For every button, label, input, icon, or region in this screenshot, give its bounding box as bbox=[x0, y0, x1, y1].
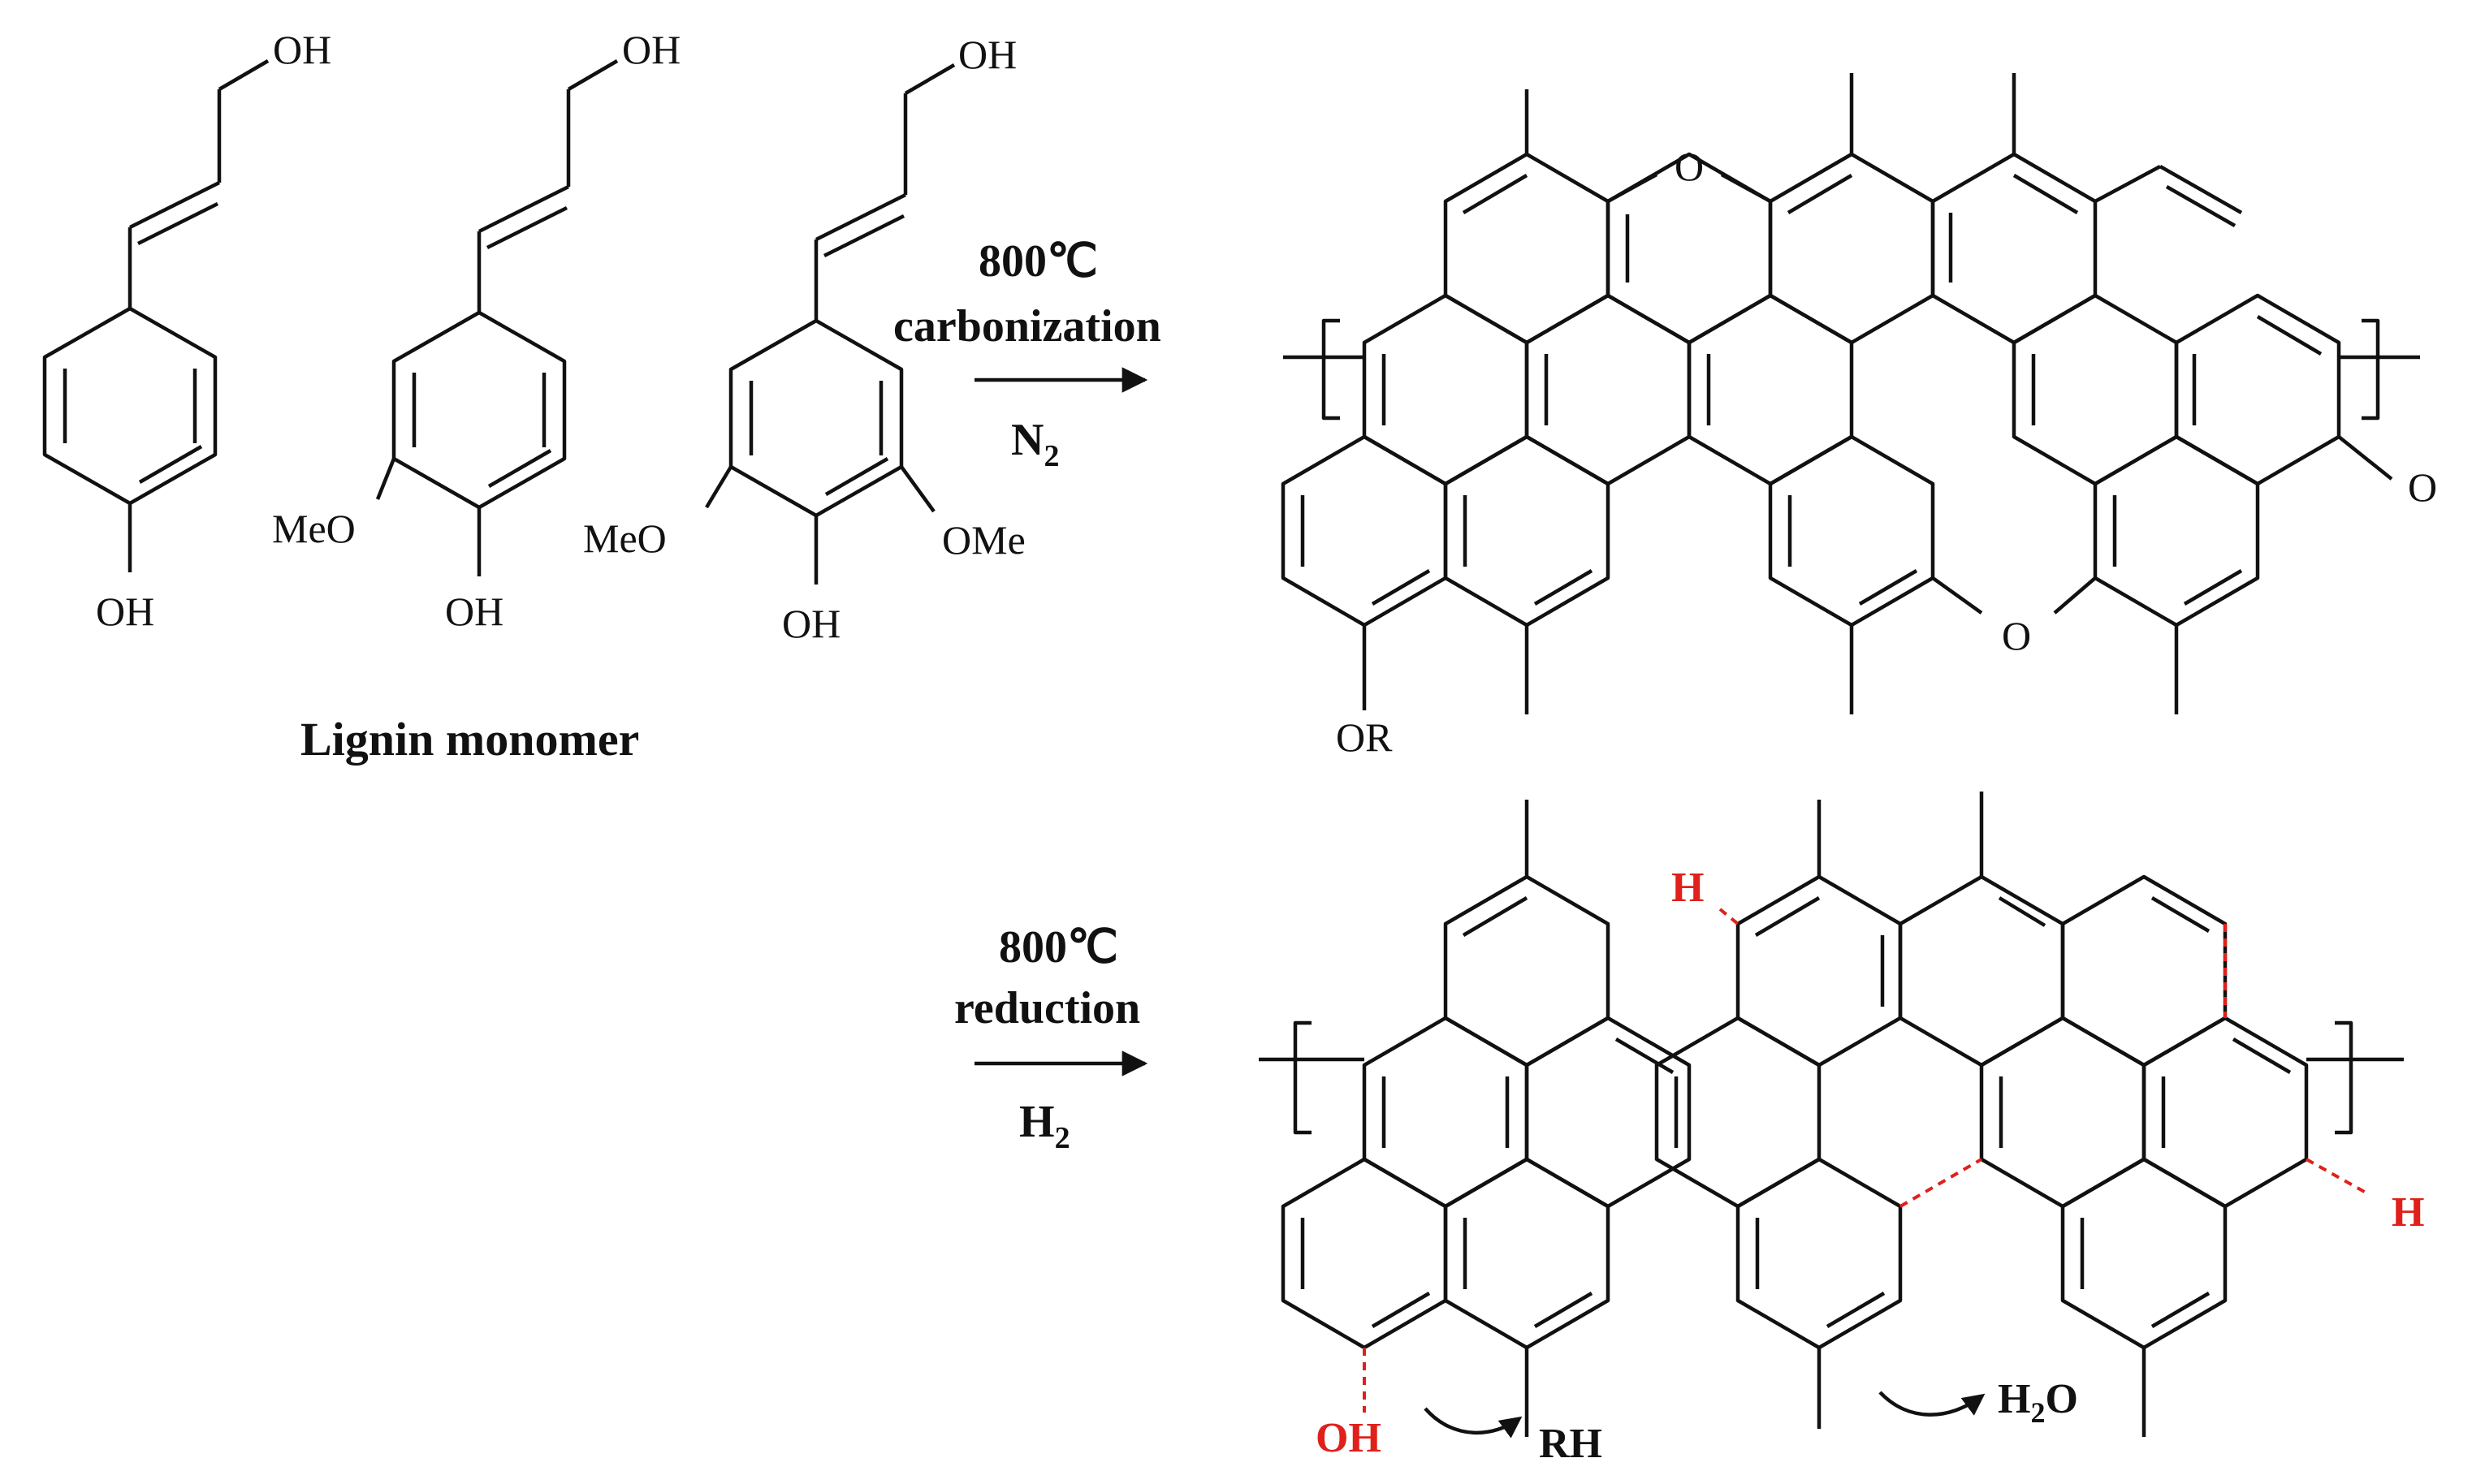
monomer-1-bonds bbox=[42, 59, 270, 572]
carbon-oxygen-bottom: O bbox=[2002, 613, 2031, 658]
monomer-2-top-oh: OH bbox=[622, 27, 681, 72]
reduced-hydroxyl: OH bbox=[1316, 1415, 1381, 1461]
monomer-3-bonds bbox=[705, 63, 956, 585]
carbonized-bonds bbox=[1281, 73, 2420, 714]
carbon-oxygen-right: O bbox=[2408, 464, 2437, 510]
step1-temperature: 800℃ bbox=[979, 236, 1098, 287]
monomer-1-bottom-oh: OH bbox=[96, 589, 154, 634]
monomer-3-meo: MeO bbox=[583, 516, 667, 561]
step1-process: carbonization bbox=[893, 301, 1161, 352]
monomer-2-bonds bbox=[375, 59, 619, 576]
monomer-sinapyl: OH MeO OMe OH bbox=[583, 32, 1026, 646]
monomer-3-top-oh: OH bbox=[958, 32, 1017, 77]
carbonization-step: 800℃ carbonization N2 bbox=[893, 236, 1161, 473]
reduced-dashed-bonds bbox=[1363, 908, 2368, 1413]
carbon-oxygen-top: O bbox=[1675, 144, 1704, 189]
reduced-hydrogen-left: H bbox=[1671, 865, 1704, 911]
monomer-2-meo: MeO bbox=[272, 506, 356, 551]
byproduct-rh: RH bbox=[1539, 1421, 1602, 1467]
step1-atmosphere: N2 bbox=[1011, 415, 1059, 473]
reduced-hydrogen-right: H bbox=[2392, 1189, 2424, 1236]
monomer-coniferyl: OH MeO OH bbox=[272, 27, 681, 634]
byproduct-water: H2O bbox=[1998, 1376, 2078, 1429]
lignin-monomer-caption: Lignin monomer bbox=[300, 713, 639, 766]
step2-process: reduction bbox=[954, 983, 1140, 1033]
monomer-3-bottom-oh: OH bbox=[782, 601, 841, 646]
step2-atmosphere: H2 bbox=[1019, 1097, 1070, 1155]
monomer-2-bottom-oh: OH bbox=[445, 589, 503, 634]
monomer-p-coumaryl: OH OH bbox=[42, 27, 331, 634]
monomer-3-ome: OMe bbox=[942, 517, 1026, 563]
reduced-structure: H H OH RH H2O bbox=[1259, 792, 2424, 1467]
step2-temperature: 800℃ bbox=[999, 922, 1118, 973]
reduced-bonds bbox=[1259, 792, 2404, 1439]
monomer-1-top-oh: OH bbox=[273, 27, 331, 72]
carbon-or-group: OR bbox=[1336, 714, 1393, 760]
reduction-step: 800℃ reduction H2 bbox=[954, 922, 1148, 1155]
carbonized-structure: O O O OR bbox=[1281, 73, 2437, 760]
